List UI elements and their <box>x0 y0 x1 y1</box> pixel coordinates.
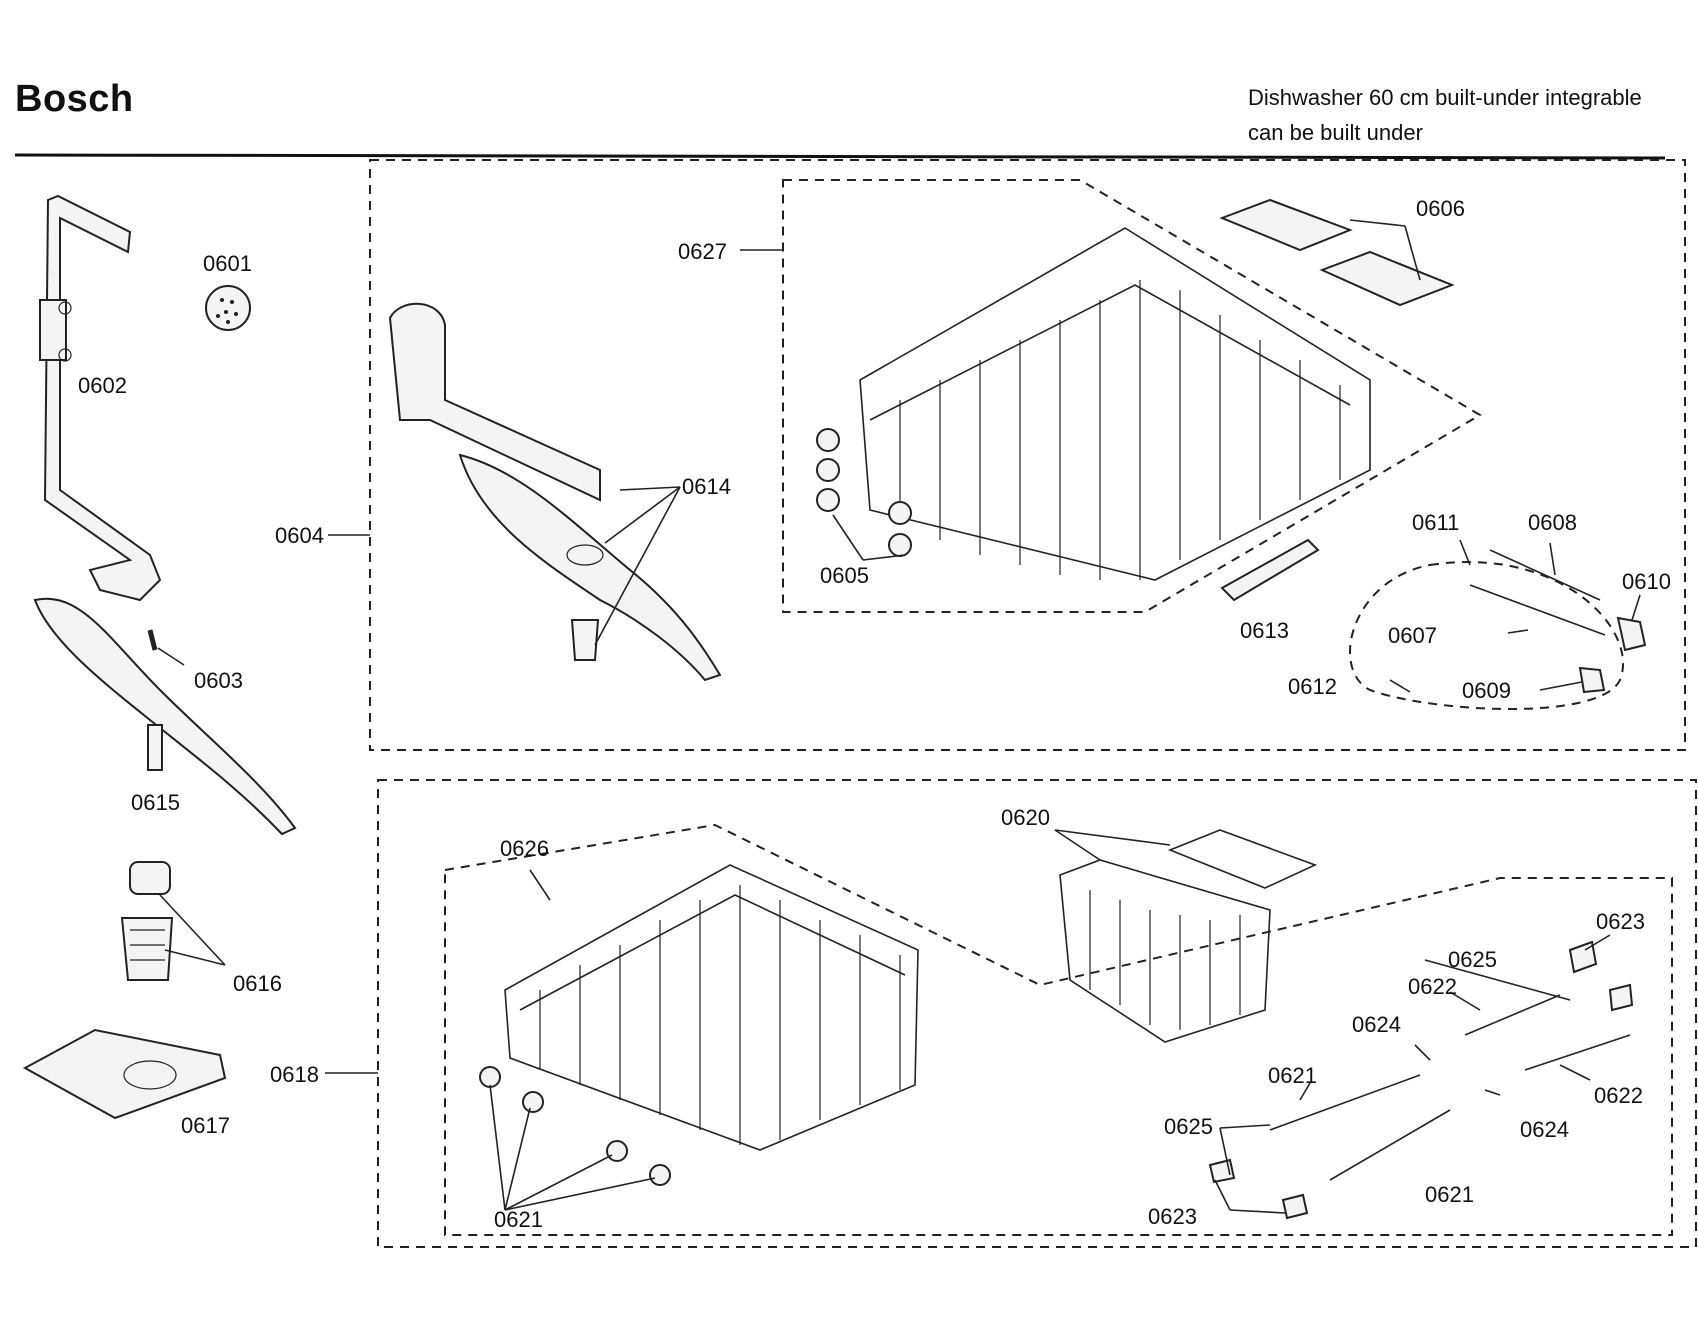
label-0615: 0615 <box>131 790 180 815</box>
model-description: Dishwasher 60 cm built-under integrable … <box>1248 80 1642 150</box>
label-0606: 0606 <box>1416 196 1465 221</box>
label-0603: 0603 <box>194 668 243 693</box>
model-description-line1: Dishwasher 60 cm built-under integrable <box>1248 85 1642 110</box>
label-0625-lower: 0625 <box>1164 1114 1213 1139</box>
model-description-line2: can be built under <box>1248 120 1423 145</box>
label-0621-middle: 0621 <box>1268 1063 1317 1088</box>
screw <box>147 629 158 651</box>
label-0626: 0626 <box>500 836 549 861</box>
cutlery-basket <box>1059 829 1318 1043</box>
label-0613: 0613 <box>1240 618 1289 643</box>
folding-tine-rack <box>1469 549 1647 694</box>
label-0621-right: 0621 <box>1425 1182 1474 1207</box>
brand-title: Bosch <box>15 78 134 120</box>
label-0621-left: 0621 <box>494 1207 543 1232</box>
header-rule <box>14 153 1666 160</box>
label-0617: 0617 <box>181 1113 230 1138</box>
label-0611: 0611 <box>1412 510 1459 535</box>
label-0622-lower: 0622 <box>1594 1083 1643 1108</box>
water-supply-pipe <box>39 194 162 602</box>
flat-filter <box>22 1028 227 1120</box>
label-0616: 0616 <box>233 971 282 996</box>
label-0623-lower: 0623 <box>1148 1204 1197 1229</box>
label-0609: 0609 <box>1462 678 1511 703</box>
label-0624-lower: 0624 <box>1520 1117 1569 1142</box>
label-0607: 0607 <box>1388 623 1437 648</box>
rack-tine-subgroup <box>1349 561 1625 710</box>
label-0610: 0610 <box>1622 569 1671 594</box>
upper-basket-subgroup <box>782 179 1482 613</box>
label-0624-upper: 0624 <box>1352 1012 1401 1037</box>
upper-basket <box>859 227 1371 581</box>
upper-rack-wheels <box>816 428 912 557</box>
label-0605: 0605 <box>820 563 869 588</box>
lower-rack-group-box <box>377 779 1697 1248</box>
filter-assembly <box>120 861 174 981</box>
label-0604: 0604 <box>275 523 324 548</box>
leader-lines <box>157 219 1641 1214</box>
upper-rack-group-box <box>369 159 1686 751</box>
lower-basket <box>504 864 919 1151</box>
label-0601: 0601 <box>203 251 252 276</box>
cup-shelf <box>1219 198 1455 307</box>
label-0627: 0627 <box>678 239 727 264</box>
label-0602: 0602 <box>78 373 127 398</box>
label-0608: 0608 <box>1528 510 1577 535</box>
label-0620: 0620 <box>1001 805 1050 830</box>
spray-nozzle <box>205 285 251 331</box>
upper-spray-arm <box>388 302 722 682</box>
lower-basket-subgroup <box>444 823 1673 1236</box>
lower-rack-wheels <box>479 1066 671 1186</box>
label-0612: 0612 <box>1288 674 1337 699</box>
label-0618: 0618 <box>270 1062 319 1087</box>
label-0623-upper: 0623 <box>1596 909 1645 934</box>
label-0622-upper: 0622 <box>1408 974 1457 999</box>
label-0625-upper: 0625 <box>1448 947 1497 972</box>
lower-spray-arm <box>33 597 297 836</box>
label-0614: 0614 <box>682 474 731 499</box>
lower-folding-tines <box>1208 940 1634 1220</box>
handle-cover <box>1220 538 1320 602</box>
